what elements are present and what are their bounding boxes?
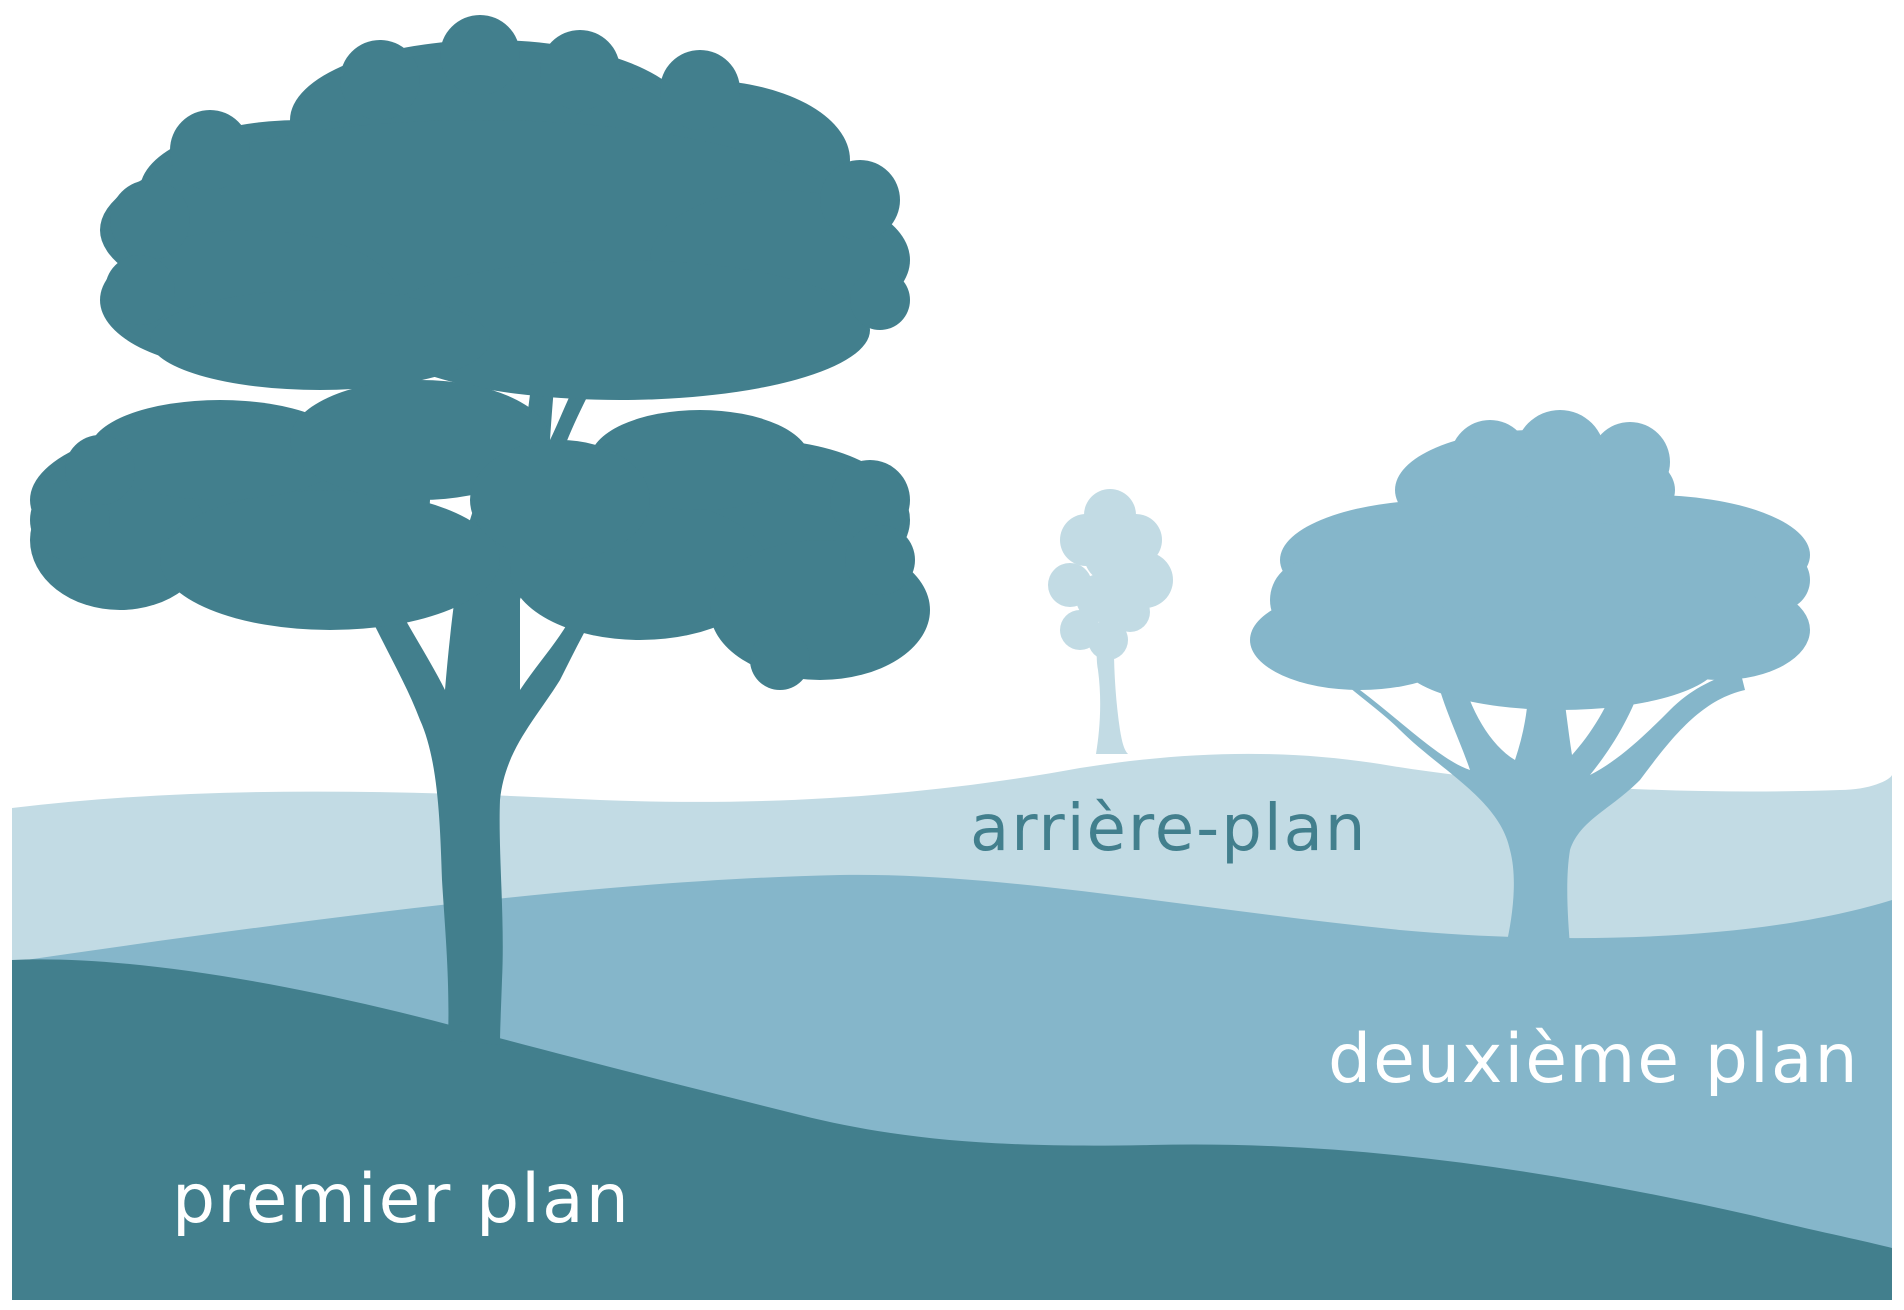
middleground-tree — [1250, 410, 1810, 946]
foreground-hill — [12, 959, 1892, 1300]
foreground-tree — [30, 15, 930, 1045]
label-foreground: premier plan — [172, 1160, 631, 1239]
label-background: arrière-plan — [970, 792, 1367, 866]
background-tree — [1048, 489, 1173, 754]
label-middleground: deuxième plan — [1328, 1020, 1860, 1099]
